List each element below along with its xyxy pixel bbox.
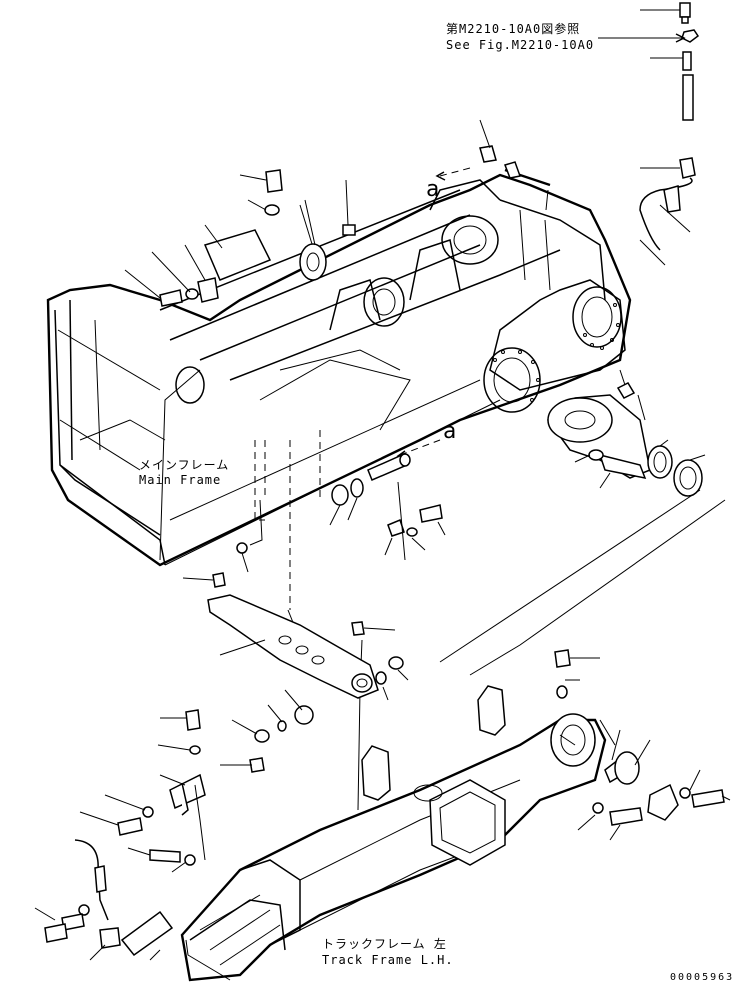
view-reference-a-upper: a [426, 177, 441, 202]
main-frame [46, 173, 632, 567]
track-frame [180, 489, 731, 982]
document-id: 00005963 [670, 972, 735, 983]
main-frame-top-parts [396, 119, 551, 461]
track-frame-label-jp: トラックフレーム 左 [322, 937, 447, 951]
equalizer-bar [182, 542, 409, 743]
track-frame-label-en: Track Frame L.H. [322, 953, 454, 967]
pivot-shaft-group [546, 369, 706, 497]
center-hardware [329, 453, 446, 561]
main-frame-label-jp: メインフレーム [139, 458, 230, 472]
reference-note-jp: 第M2210-10A0図参照 [446, 22, 581, 36]
track-frame-hardware [34, 709, 265, 961]
misc-leaders [559, 719, 616, 746]
main-frame-label-en: Main Frame [139, 473, 222, 487]
reference-note-en: See Fig.M2210-10A0 [446, 38, 595, 52]
upper-fittings [598, 2, 700, 266]
view-reference-a-lower: a [443, 419, 458, 444]
main-frame-hardware [124, 169, 356, 307]
